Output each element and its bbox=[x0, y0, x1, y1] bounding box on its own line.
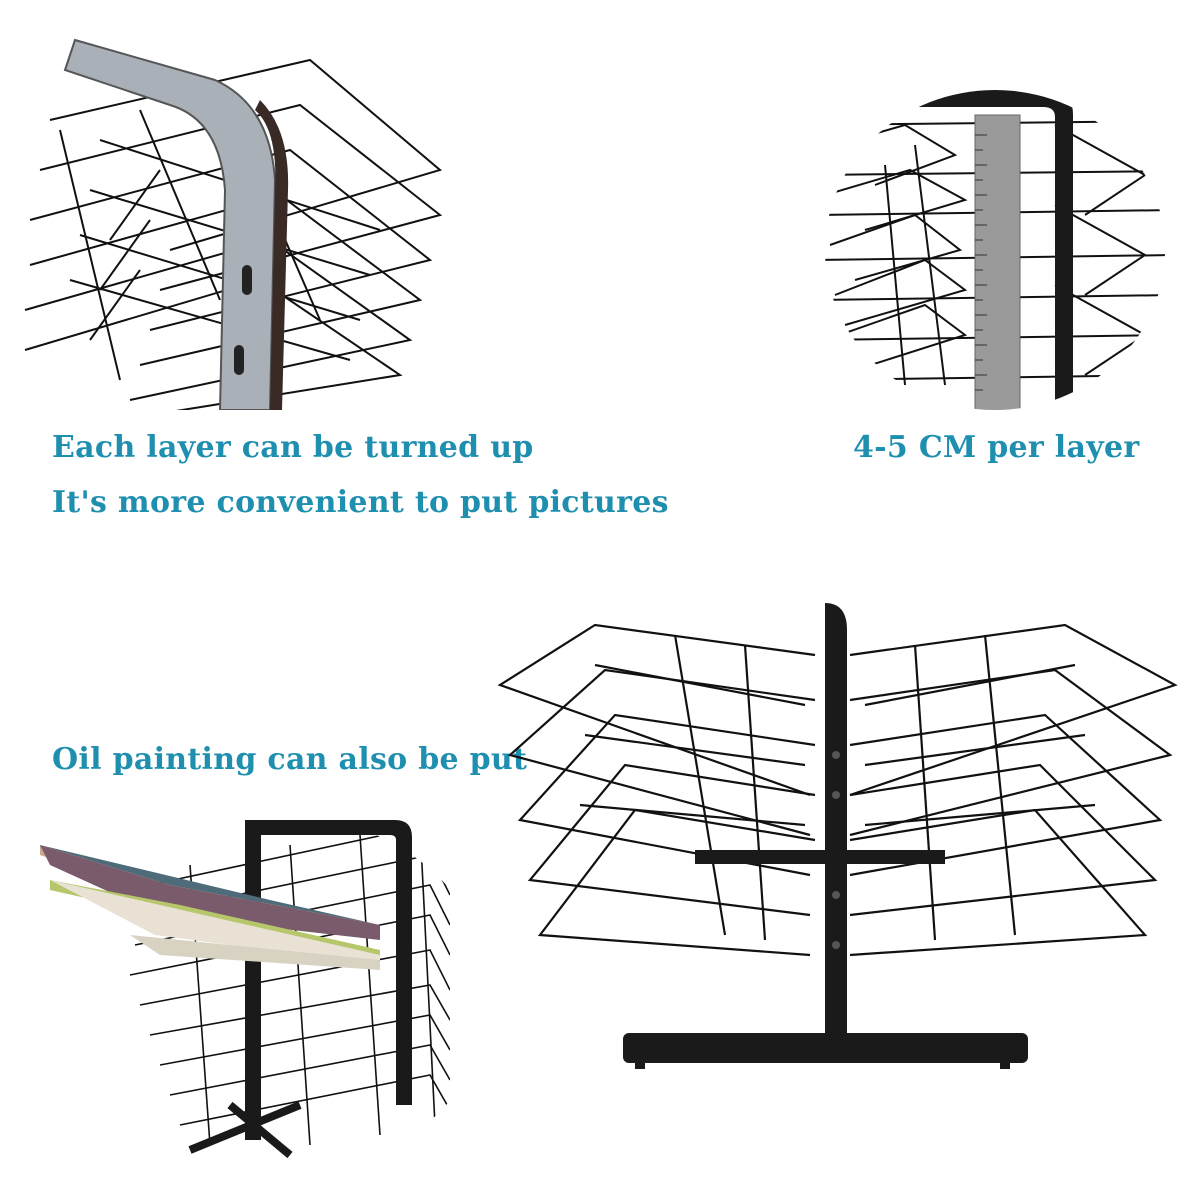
rack-with-oil-paintings-image bbox=[40, 805, 450, 1165]
rack-closeup-ruler-image bbox=[815, 85, 1175, 415]
caption-oil-painting: Oil painting can also be put bbox=[52, 742, 528, 777]
rack-closeup-turned-up-image bbox=[20, 20, 460, 410]
rack-full-view-image bbox=[495, 595, 1185, 1095]
caption-convenient: It's more convenient to put pictures bbox=[52, 485, 669, 520]
caption-turned-up: Each layer can be turned up bbox=[52, 430, 534, 465]
caption-per-layer: 4-5 CM per layer bbox=[853, 430, 1140, 465]
